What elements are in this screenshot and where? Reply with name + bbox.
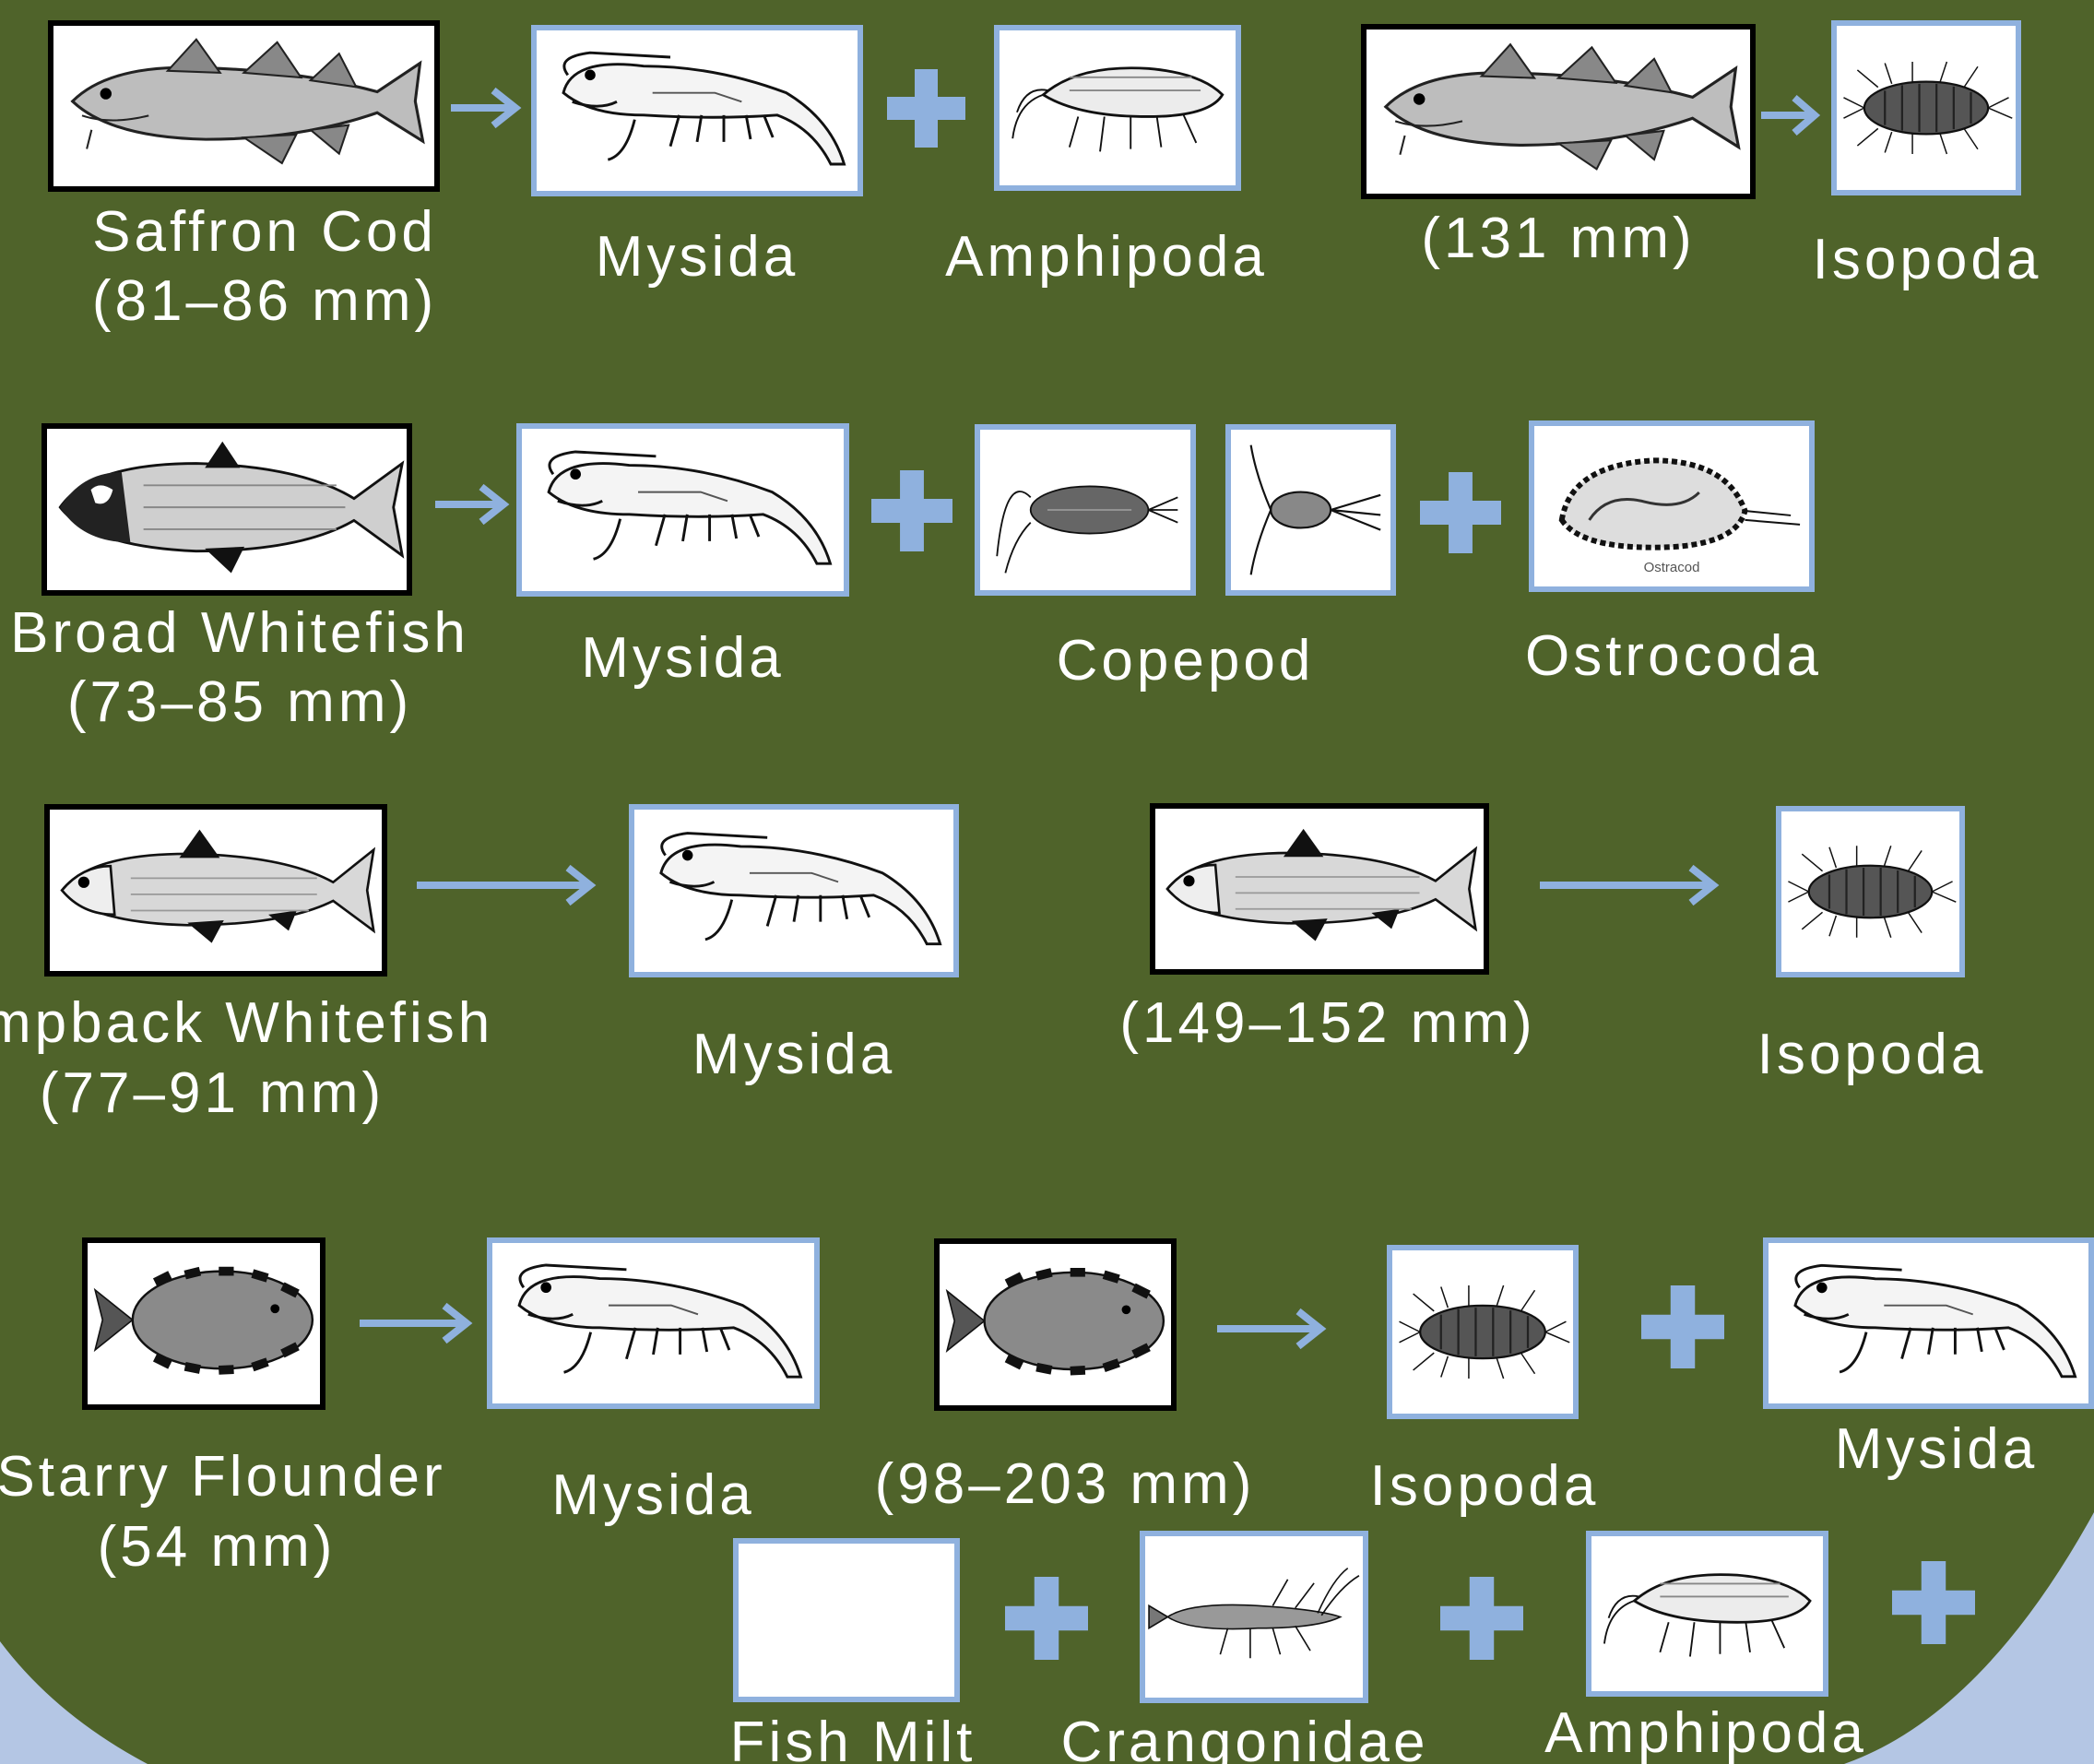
size-range: (73–85 mm)	[9, 669, 470, 737]
amphipoda-image	[994, 25, 1241, 191]
size-range: (81–86 mm)	[48, 267, 481, 336]
prey-name: Isopoda	[1346, 1452, 1623, 1521]
humpback-whitefish-icon	[50, 810, 382, 971]
right-arrow-icon	[415, 862, 599, 908]
plus-icon	[1440, 1577, 1523, 1660]
mysida-image	[629, 804, 959, 977]
saffron-cod-small-image	[48, 20, 440, 192]
right-arrow-icon	[1759, 92, 1822, 138]
isopod-icon	[1837, 26, 2016, 190]
crangonidae-image	[1140, 1531, 1368, 1703]
humpback-whitefish-large-image	[1150, 803, 1489, 975]
isopoda-image	[1776, 806, 1965, 977]
predator-name: Broad Whitefish	[0, 599, 479, 668]
ostrocoda-image: Ostracod	[1529, 420, 1815, 592]
size-range: (131 mm)	[1361, 205, 1756, 273]
predator-name: Humpback Whitefish	[0, 989, 544, 1058]
size-range: (77–91 mm)	[0, 1060, 443, 1128]
humpback-whitefish-small-image	[44, 804, 387, 977]
mysid-icon	[537, 30, 858, 191]
fish-milt-image	[733, 1538, 960, 1702]
isopoda-image	[1831, 20, 2021, 195]
mysida-image	[1763, 1237, 2094, 1409]
prey-name: Isopoda	[1789, 226, 2065, 294]
amphipod-icon	[1000, 30, 1236, 185]
copepod-icon	[980, 430, 1190, 590]
starry-flounder-icon	[88, 1243, 320, 1404]
size-range: (149–152 mm)	[1088, 989, 1568, 1058]
mysid-icon	[634, 810, 953, 972]
right-arrow-icon	[449, 85, 523, 131]
plus-icon	[1420, 472, 1501, 553]
isopod-icon	[1392, 1250, 1573, 1414]
right-arrow-icon	[1215, 1306, 1330, 1352]
mysid-icon	[1769, 1243, 2088, 1403]
mysida-image	[531, 25, 863, 196]
prey-name: Amphipoda	[1512, 1699, 1899, 1764]
mysid-icon	[492, 1243, 814, 1403]
copepod-icon	[1231, 430, 1390, 590]
isopod-icon	[1781, 811, 1959, 972]
starry-flounder-icon	[940, 1244, 1171, 1405]
plus-icon	[887, 69, 965, 148]
prey-name: Mysida	[629, 1021, 959, 1089]
size-range: (54 mm)	[28, 1513, 406, 1581]
prey-name: Copepod	[975, 627, 1396, 695]
saffron-cod-large-image	[1361, 24, 1756, 199]
predator-name: Saffron Cod	[48, 198, 481, 266]
saffron-cod-icon	[1366, 30, 1750, 194]
amphipod-icon	[1591, 1536, 1823, 1691]
prey-name: Mysida	[531, 223, 863, 291]
prey-name: Mysida	[487, 1462, 820, 1530]
mysida-image	[516, 423, 849, 597]
copepod-image-2	[1225, 424, 1396, 596]
prey-name: Ostrocoda	[1503, 622, 1844, 691]
prey-name: Amphipoda	[922, 223, 1291, 291]
plus-icon	[1641, 1285, 1724, 1368]
starry-flounder-small-image	[82, 1237, 325, 1410]
broad-whitefish-image	[41, 423, 412, 596]
plus-icon	[1892, 1561, 1975, 1644]
starry-flounder-large-image	[934, 1238, 1177, 1411]
right-arrow-icon	[1538, 862, 1722, 908]
saffron-cod-icon	[53, 26, 434, 186]
prey-name: Fish Milt	[701, 1709, 1005, 1764]
prey-name: Isopoda	[1733, 1021, 2010, 1089]
copepod-image-1	[975, 424, 1196, 596]
amphipoda-image	[1586, 1531, 1828, 1697]
prey-name: Crangonidae	[1042, 1709, 1448, 1764]
size-range: (98–203 mm)	[825, 1450, 1305, 1519]
crangonid-shrimp-icon	[1145, 1536, 1363, 1698]
ostracod-caption: Ostracod	[1534, 560, 1809, 575]
right-arrow-icon	[358, 1300, 476, 1346]
broad-whitefish-icon	[47, 429, 407, 590]
prey-name: Mysida	[516, 624, 849, 693]
predator-name: Starry Flounder	[0, 1443, 479, 1511]
plus-icon	[1005, 1577, 1088, 1660]
humpback-whitefish-icon	[1155, 809, 1484, 969]
prey-name: Mysida	[1789, 1415, 2084, 1484]
isopoda-image	[1387, 1245, 1579, 1419]
plus-icon	[871, 470, 952, 551]
mysida-image	[487, 1237, 820, 1409]
right-arrow-icon	[433, 481, 512, 527]
mysid-icon	[522, 429, 844, 591]
